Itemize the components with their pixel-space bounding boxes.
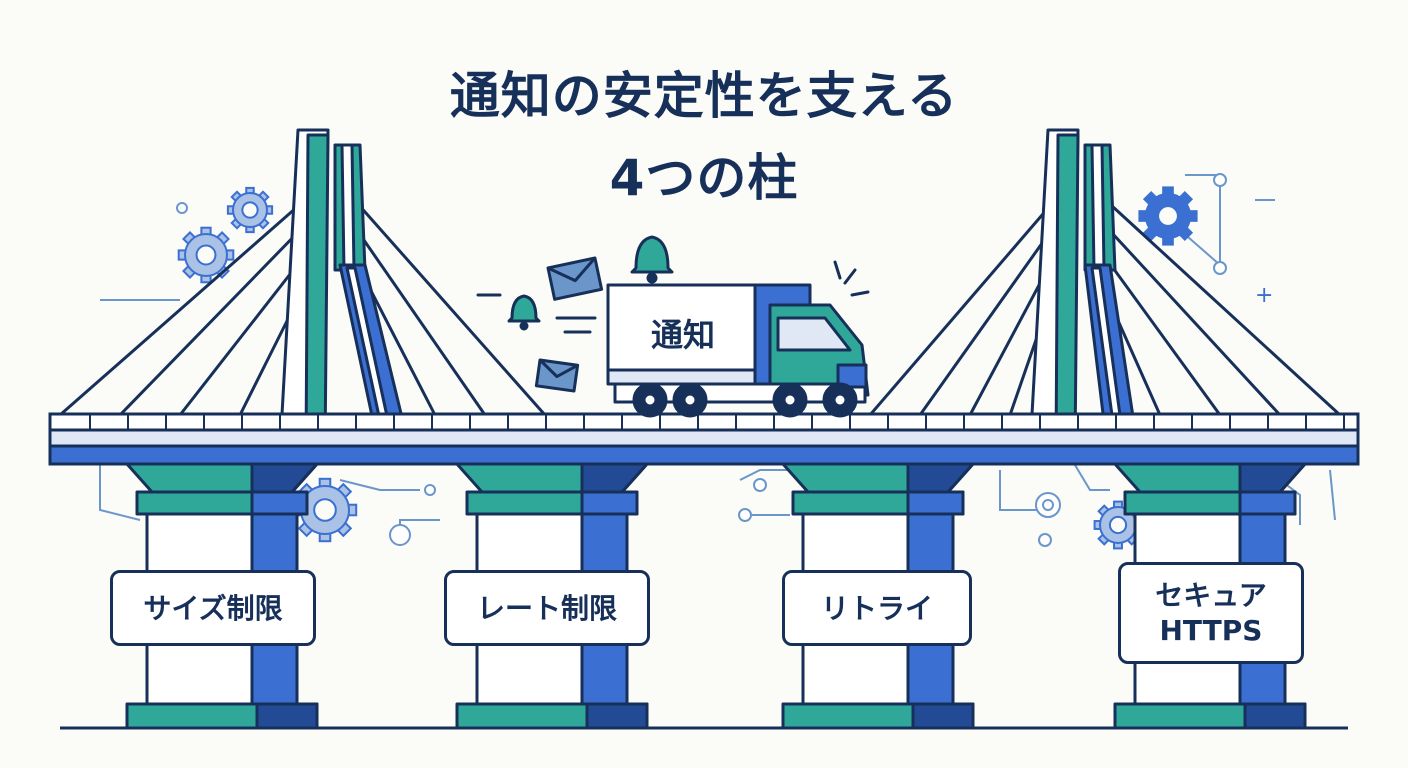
pillar-label-size-limit: サイズ制限 xyxy=(110,570,316,646)
deck-railing xyxy=(89,414,1345,430)
left-tower xyxy=(278,128,407,452)
envelope-icon xyxy=(546,256,604,301)
circuit-node-icon xyxy=(389,524,411,546)
title-line-1: 通知の安定性を支える xyxy=(449,67,959,125)
circuit-node-icon xyxy=(753,478,767,492)
gear-icon xyxy=(1138,186,1198,246)
truck-icon xyxy=(606,283,870,418)
circuit-nodes xyxy=(176,173,1227,547)
gear-icon xyxy=(177,226,235,284)
pillars xyxy=(125,462,1307,730)
circuit-node-icon xyxy=(738,508,752,522)
circuit-node-icon xyxy=(1038,533,1052,547)
pillar-label-retry: リトライ xyxy=(782,570,972,646)
gear-icon xyxy=(226,186,274,234)
pillar-label-rate-limit: レート制限 xyxy=(444,570,650,646)
circuit-node-icon xyxy=(1213,173,1227,187)
circuit-node-icon xyxy=(1042,499,1054,511)
bridge-deck xyxy=(48,412,1360,466)
envelope-icon xyxy=(534,358,580,393)
motion-lines xyxy=(476,260,870,334)
title-line-2: 4つの柱 xyxy=(609,149,799,207)
truck-label: 通知 xyxy=(650,316,715,354)
circuit-node-icon xyxy=(424,484,436,496)
circuit-node-icon xyxy=(176,202,188,214)
gear-icon xyxy=(1093,500,1143,550)
bell-icon xyxy=(507,294,541,331)
circuit-node-icon xyxy=(1213,261,1227,275)
plus-icon: + xyxy=(1255,283,1273,308)
pillar-label-secure-https: セキュア HTTPS xyxy=(1118,562,1304,664)
bell-icon xyxy=(630,235,674,284)
right-tower xyxy=(1028,128,1137,452)
gears xyxy=(177,186,1198,550)
